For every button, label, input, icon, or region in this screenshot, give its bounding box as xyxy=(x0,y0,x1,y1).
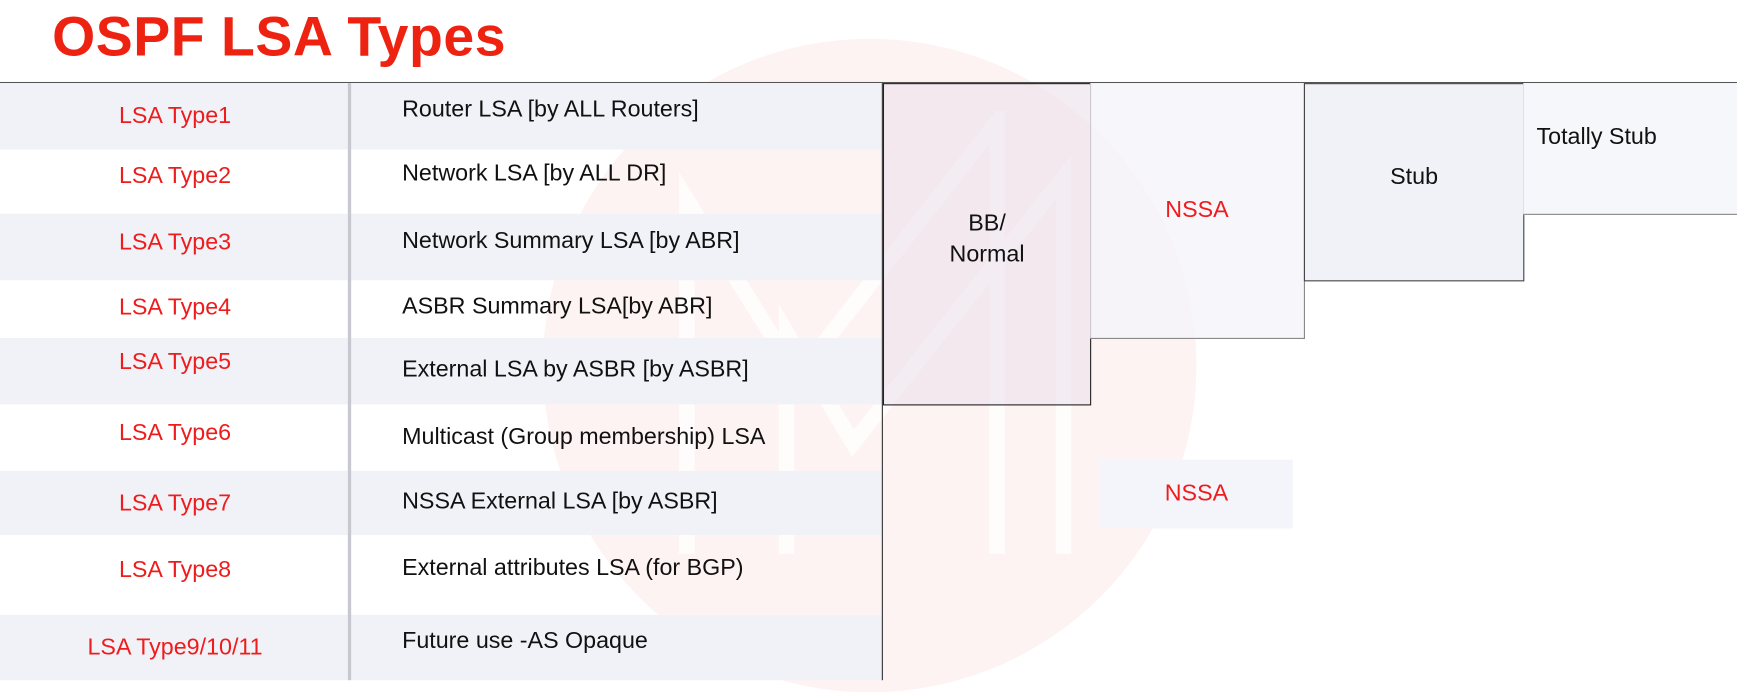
lsa-description: NSSA External LSA [by ASBR] xyxy=(402,488,718,515)
lsa-type: LSA Type6 xyxy=(118,419,232,446)
lsa-type: LSA Type4 xyxy=(118,294,232,321)
table-row: LSA Type5 External LSA by ASBR [by ASBR] xyxy=(0,337,883,405)
table-row: LSA Type9/10/11 Future use -AS Opaque xyxy=(0,614,883,681)
page-title: OSPF LSA Types xyxy=(52,5,507,68)
area-bb-normal: BB/ Normal xyxy=(882,83,1092,406)
lsa-type: LSA Type1 xyxy=(118,103,232,129)
table-row: LSA Type3 Network Summary LSA [by ABR] xyxy=(0,213,883,281)
area-stub: Stub xyxy=(1303,83,1525,282)
lsa-description: Future use -AS Opaque xyxy=(402,628,648,654)
lsa-description: External LSA by ASBR [by ASBR] xyxy=(402,356,749,383)
table-row: LSA Type6 Multicast (Group membership) LS… xyxy=(0,404,883,470)
area-nssa: NSSA xyxy=(1090,83,1305,339)
lsa-description: Multicast (Group membership) LSA xyxy=(402,424,766,450)
lsa-type: LSA Type2 xyxy=(118,162,232,189)
area-label: NSSA xyxy=(1165,197,1229,223)
lsa-type: LSA Type3 xyxy=(118,229,232,255)
table-row: LSA Type4 ASBR Summary LSA[by ABR] xyxy=(0,280,883,338)
lsa-description: ASBR Summary LSA[by ABR] xyxy=(402,293,713,320)
column-divider xyxy=(881,83,883,681)
table-row: LSA Type2 Network LSA [by ALL DR] xyxy=(0,150,883,214)
area-label: BB/ Normal xyxy=(949,209,1025,267)
divider xyxy=(0,81,1737,84)
area-nssa-type7: NSSA xyxy=(1100,459,1293,529)
table-row: LSA Type8 External attributes LSA (for BG… xyxy=(0,535,883,615)
lsa-description: Network Summary LSA [by ABR] xyxy=(402,228,740,254)
lsa-description: External attributes LSA (for BGP) xyxy=(402,555,744,581)
column-divider xyxy=(347,83,352,681)
area-label: Totally Stub xyxy=(1536,124,1657,150)
area-label: Stub xyxy=(1390,163,1439,189)
lsa-description: Network LSA [by ALL DR] xyxy=(402,160,667,187)
area-label: NSSA xyxy=(1164,480,1229,507)
lsa-type: LSA Type5 xyxy=(118,348,232,375)
lsa-type: LSA Type8 xyxy=(118,557,232,583)
table-row: LSA Type1 Router LSA [by ALL Routers] xyxy=(0,83,883,150)
table-row: LSA Type7 NSSA External LSA [by ASBR] xyxy=(0,470,883,536)
area-totally-stub: Totally Stub xyxy=(1523,83,1737,215)
lsa-type: LSA Type7 xyxy=(118,490,232,517)
lsa-description: Router LSA [by ALL Routers] xyxy=(402,96,699,122)
lsa-type: LSA Type9/10/11 xyxy=(87,634,263,661)
